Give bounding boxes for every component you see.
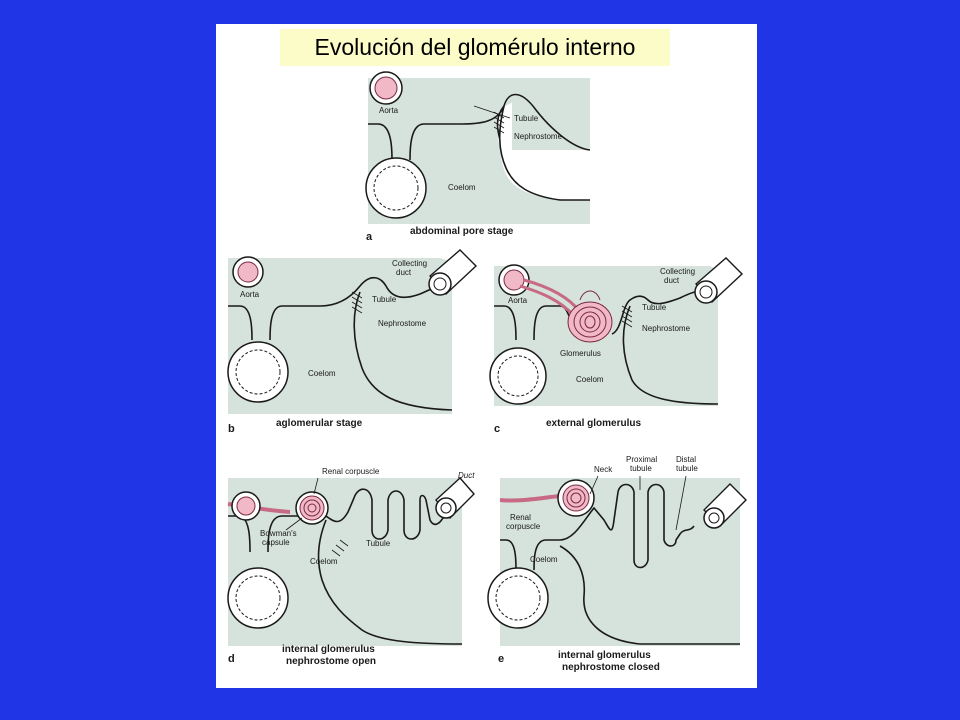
panel-a-tubule-pointer	[473, 105, 511, 119]
panel-e-renal-corpuscle	[557, 479, 595, 517]
panel-c-label-tubule: Tubule	[642, 303, 667, 312]
panel-c-collecting-duct	[694, 257, 744, 304]
panel-a-label-coelom: Coelom	[448, 183, 476, 192]
panel-a-caption: abdominal pore stage	[410, 226, 514, 237]
panel-b-caption: aglomerular stage	[276, 418, 363, 429]
panel-a-label-aorta: Aorta	[379, 106, 399, 115]
panel-d-label-coelom: Coelom	[310, 557, 338, 566]
panel-b-label-tubule: Tubule	[372, 295, 397, 304]
panel-e-label-neck: Neck	[594, 465, 613, 474]
panel-d-label-duct: Duct	[458, 471, 475, 480]
panel-e-caption-line1: internal glomerulus	[558, 650, 651, 661]
panel-d-renal-corpuscle	[295, 491, 329, 525]
panel-d: Renal corpuscle Duct Bowman's capsule Tu…	[227, 467, 475, 667]
panel-a-aorta-blood	[374, 76, 398, 100]
panel-b-gut-lining	[235, 349, 281, 395]
panel-e-distal-pointer	[675, 475, 687, 531]
panel-c-label-glomerulus: Glomerulus	[560, 349, 601, 358]
panel-d-caption-line2: nephrostome open	[286, 656, 376, 667]
panel-c-caption: external glomerulus	[546, 418, 641, 429]
panel-a-gut-lining	[373, 165, 419, 211]
panel-c-label-coelom: Coelom	[576, 375, 604, 384]
panel-c-glomerulus	[567, 290, 613, 343]
panel-b-label-nephrostome: Nephrostome	[378, 319, 427, 328]
panel-e-letter: e	[498, 653, 504, 665]
panel-e-label-coelom: Coelom	[530, 555, 558, 564]
panel-b-body-wall	[228, 276, 445, 341]
panel-c-gut-lining	[497, 355, 539, 397]
panel-e-label-distal-tubule: tubule	[676, 464, 698, 473]
panel-c-label-nephrostome: Nephrostome	[642, 324, 691, 333]
panel-a-label-tubule: Tubule	[514, 114, 539, 123]
panel-c: Aorta Collecting duct Tubule Nephrostome…	[489, 257, 744, 435]
panel-a-tissue-right	[512, 78, 590, 150]
panel-d-aorta-blood	[236, 496, 256, 516]
panel-b-label-collecting: Collecting	[392, 259, 427, 268]
panel-d-letter: d	[228, 653, 235, 665]
panel-e-label-corpuscle: corpuscle	[506, 522, 541, 531]
panel-c-nephrostome-cilia	[621, 305, 633, 328]
panel-b-collecting-duct	[428, 249, 478, 296]
panel-b-label-aorta: Aorta	[240, 290, 260, 299]
panel-e-caption-line2: nephrostome closed	[562, 662, 660, 673]
slide-title: Evolución del glomérulo interno	[280, 29, 670, 66]
panel-b-letter: b	[228, 423, 235, 435]
panel-e-label-proximal-tubule: tubule	[630, 464, 652, 473]
panel-d-label-tubule: Tubule	[366, 539, 391, 548]
panel-e-neck-pointer	[589, 475, 599, 495]
panel-e-label-distal: Distal	[676, 455, 696, 464]
panel-e-label-proximal: Proximal	[626, 455, 657, 464]
panel-d-bowmans-pointer	[285, 517, 303, 531]
panel-b-label-coelom: Coelom	[308, 369, 336, 378]
panel-d-label-bowmans: Bowman's	[260, 529, 297, 538]
panel-c-letter: c	[494, 423, 500, 435]
panel-d-gut	[227, 567, 289, 629]
panel-b-aorta-blood	[237, 261, 259, 283]
panel-d-duct	[435, 476, 475, 520]
panel-e-gut	[487, 567, 549, 629]
panel-d-gut-lining	[235, 575, 281, 621]
panel-d-nephrostome-cilia	[331, 539, 349, 557]
panel-d-label-capsule: capsule	[262, 538, 290, 547]
panel-a: Aorta Tubule Nephrostome Coelom a abdomi…	[365, 71, 591, 243]
panel-a-gut	[365, 157, 427, 219]
panel-d-label-renal-corpuscle: Renal corpuscle	[322, 467, 380, 476]
panel-e-collecting-duct	[703, 483, 747, 529]
panel-e-vessel	[499, 494, 561, 503]
panel-e-label-renal: Renal	[510, 513, 531, 522]
panel-d-caption-line1: internal glomerulus	[282, 644, 375, 655]
panel-b: Aorta Collecting duct Tubule Nephrostome…	[227, 249, 478, 435]
panel-c-label-collecting: Collecting	[660, 267, 695, 276]
panel-c-label-aorta: Aorta	[508, 296, 528, 305]
panel-e-coelom-wall	[559, 545, 740, 645]
panel-a-letter: a	[366, 231, 373, 243]
panel-b-coelom-wall	[353, 291, 453, 411]
panel-e-tissue	[500, 478, 740, 646]
panel-c-label-duct: duct	[664, 276, 680, 285]
panel-b-gut	[227, 341, 289, 403]
panel-d-corpuscle-pointer	[313, 477, 319, 495]
panel-b-label-duct: duct	[396, 268, 412, 277]
panel-b-nephrostome-cilia	[351, 291, 363, 314]
panel-e: Proximal tubule Distal tubule Neck Renal…	[487, 455, 747, 673]
panel-c-coelom-wall	[622, 305, 719, 405]
panel-e-gut-lining	[495, 575, 541, 621]
panel-e-body-wall	[500, 483, 695, 571]
panel-a-label-nephrostome: Nephrostome	[514, 132, 563, 141]
panel-d-coelom-wall	[317, 519, 463, 645]
